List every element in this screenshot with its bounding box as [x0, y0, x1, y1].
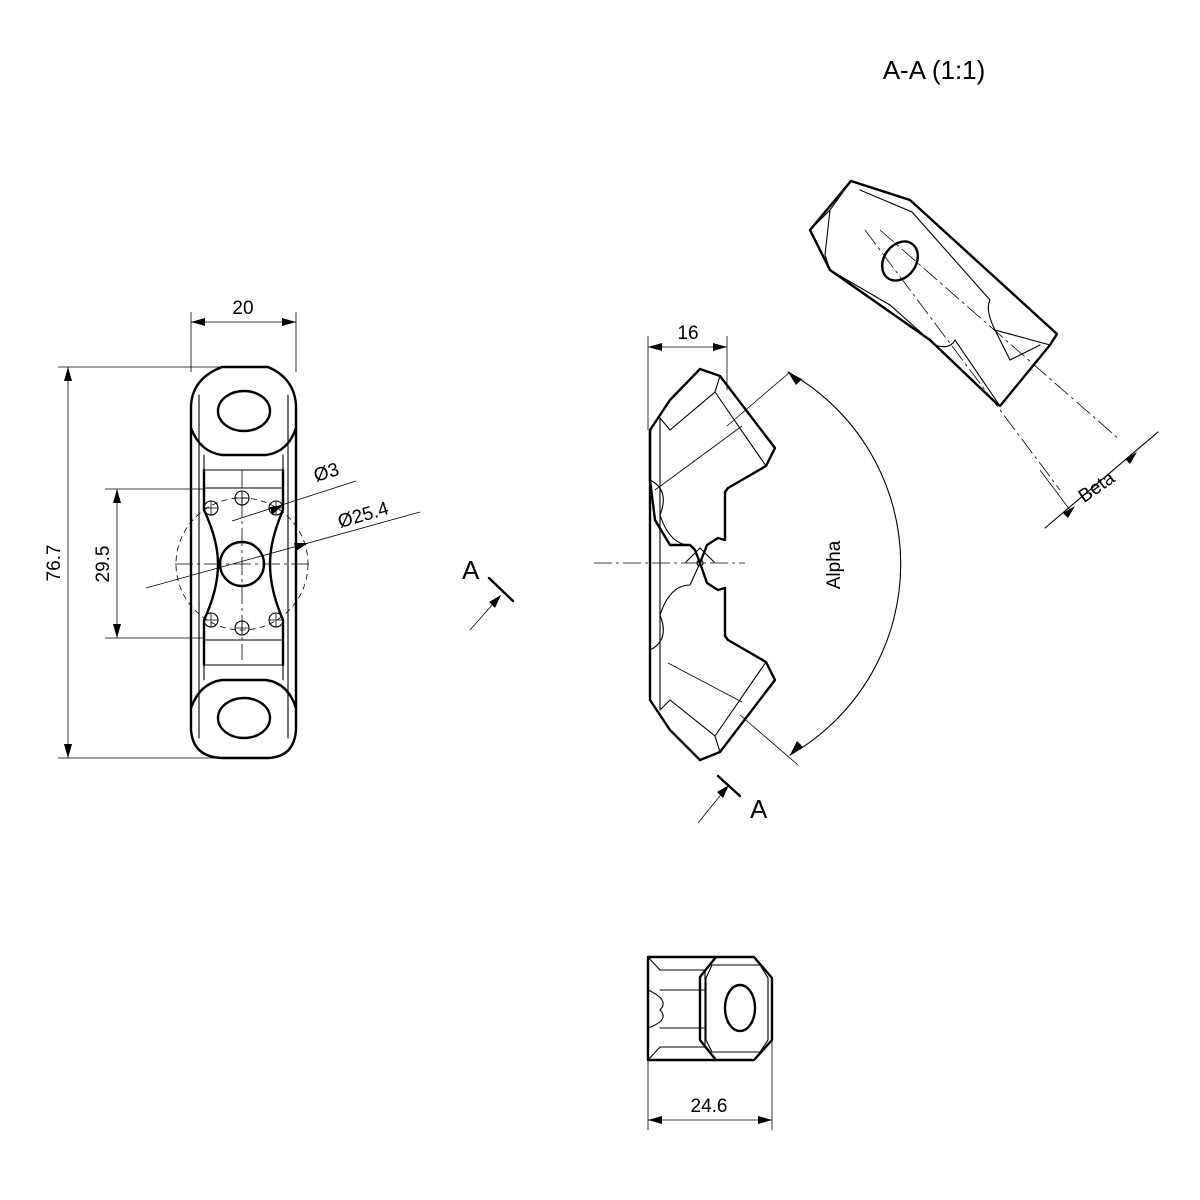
dim-front-width: 20: [232, 298, 253, 319]
section-view: Beta: [808, 179, 1159, 529]
bottom-view: 24.6: [646, 955, 774, 1130]
section-marker-lower-label: A: [750, 794, 768, 824]
dim-side-depth: 16: [677, 323, 698, 344]
dim-small-hole-dia: Ø3: [311, 459, 341, 486]
section-marker-upper-label: A: [462, 555, 480, 585]
section-marker-lower: A: [697, 774, 768, 824]
dim-bottom-width: 24.6: [691, 1096, 728, 1117]
section-marker-upper: A: [462, 555, 515, 631]
dim-front-height: 76.7: [44, 545, 65, 582]
section-title: A-A (1:1): [883, 55, 986, 85]
side-view: 16 Alpha: [594, 323, 902, 766]
dim-hole-spacing: 29.5: [93, 546, 114, 583]
angle-beta: Beta: [1075, 467, 1119, 507]
angle-alpha: Alpha: [824, 540, 845, 589]
front-view: 20 76.7 29.5 Ø3 Ø25.4: [44, 298, 421, 760]
